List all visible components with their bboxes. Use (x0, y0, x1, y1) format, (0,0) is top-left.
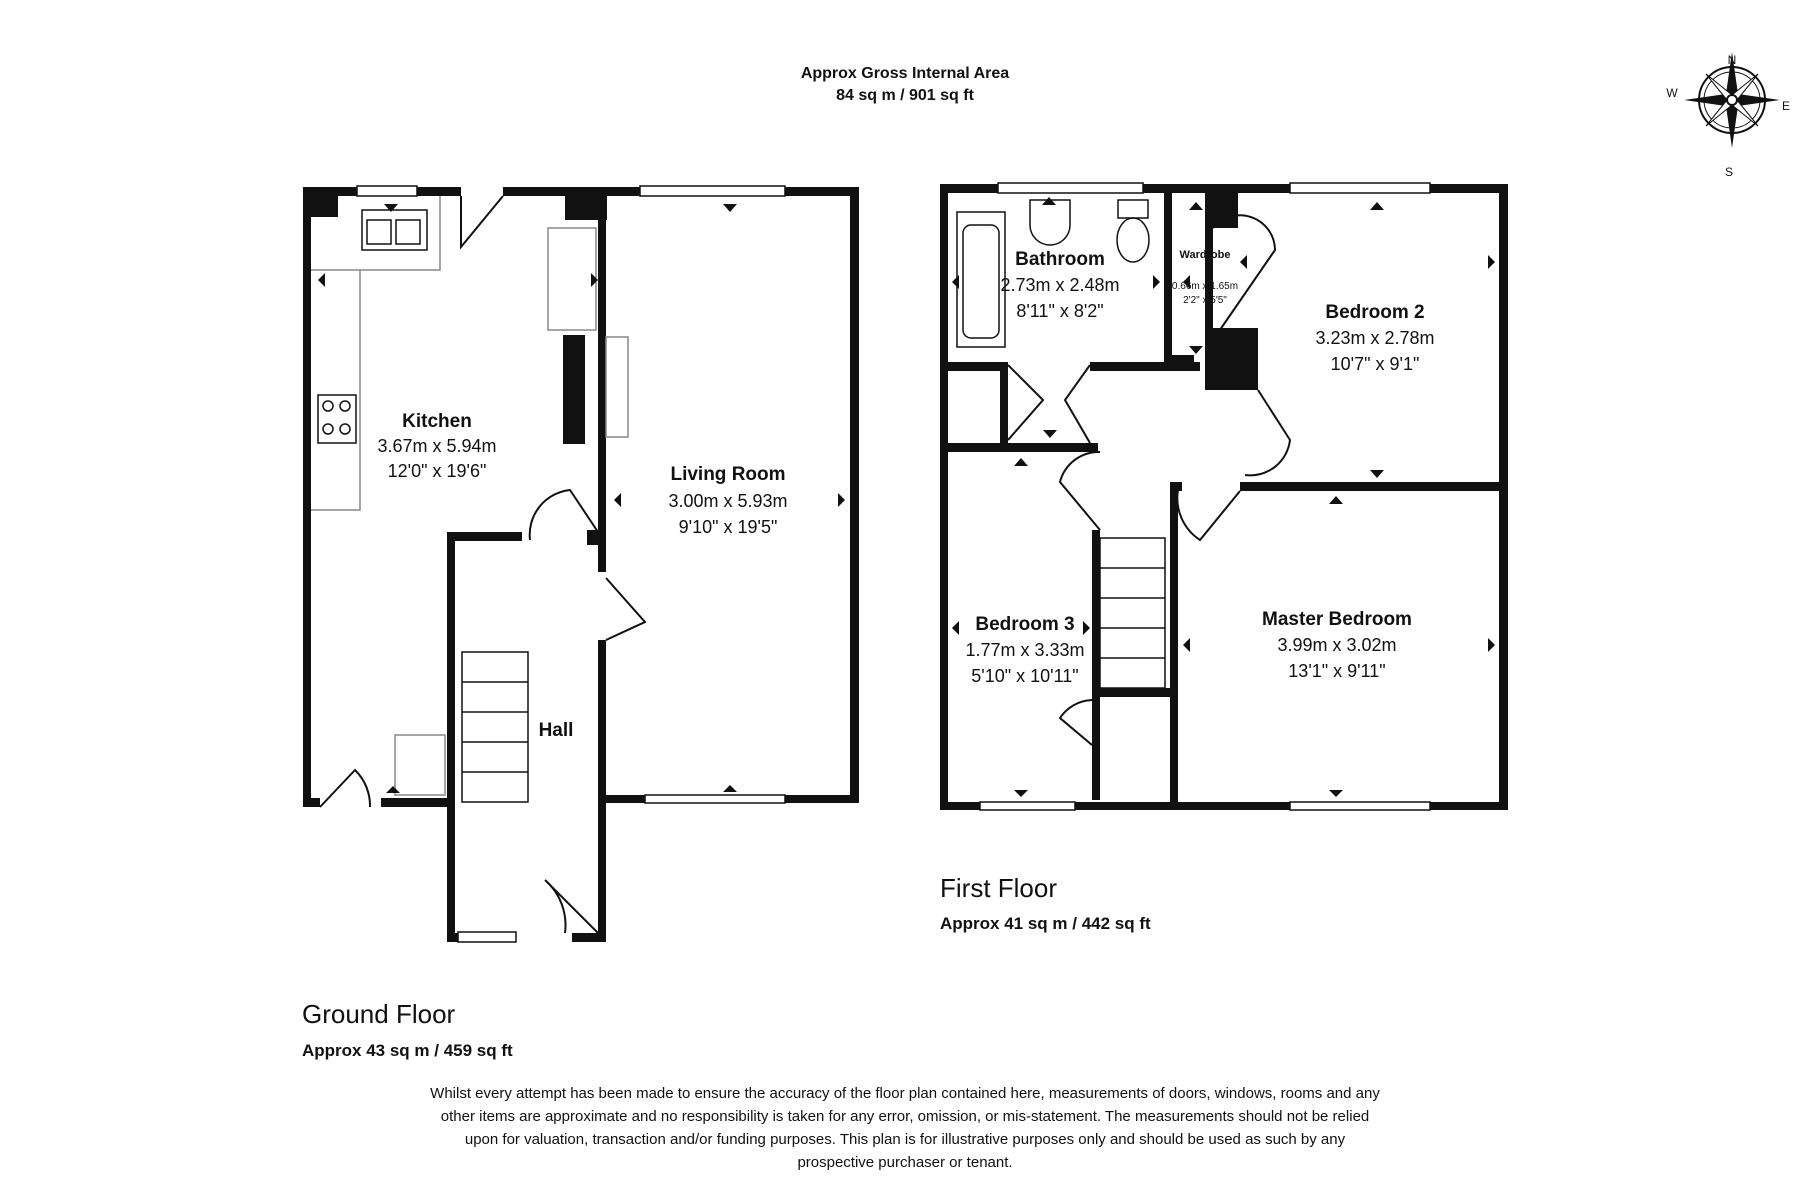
bedroom3-name: Bedroom 3 (975, 614, 1074, 635)
disclaimer-text: Whilst every attempt has been made to en… (430, 1085, 1380, 1171)
first-floor-area: Approx 41 sq m / 442 sq ft (940, 914, 1151, 933)
kitchen-imperial: 12'0" x 19'6" (388, 461, 487, 481)
kitchen-metric: 3.67m x 5.94m (377, 436, 496, 456)
bedroom3-imperial: 5'10" x 10'11" (971, 666, 1078, 686)
hall-name: Hall (539, 720, 574, 741)
bedroom2-name: Bedroom 2 (1325, 302, 1424, 323)
bathroom-imperial: 8'11" x 8'2" (1016, 301, 1103, 321)
wardrobe-name: Wardrobe (1180, 249, 1231, 261)
bedroom3-metric: 1.77m x 3.33m (965, 640, 1084, 660)
kitchen-name: Kitchen (402, 411, 472, 432)
master-bedroom-metric: 3.99m x 3.02m (1277, 635, 1396, 655)
compass-east-label: E (1782, 99, 1790, 113)
ground-floor-title: Ground Floor (302, 999, 456, 1029)
bedroom2-imperial: 10'7" x 9'1" (1331, 354, 1420, 374)
ground-floor-plan (303, 185, 859, 943)
compass-icon (1684, 52, 1780, 148)
living-room-name: Living Room (670, 464, 785, 485)
compass-south-label: S (1725, 165, 1733, 179)
wardrobe-imperial: 2'2" x 5'5" (1183, 295, 1227, 306)
master-bedroom-name: Master Bedroom (1262, 609, 1412, 630)
compass-north-label: N (1728, 53, 1737, 67)
bathroom-name: Bathroom (1015, 249, 1105, 270)
bedroom2-metric: 3.23m x 2.78m (1315, 328, 1434, 348)
gross-area-title: Approx Gross Internal Area (801, 65, 1009, 82)
gross-area-value: 84 sq m / 901 sq ft (836, 87, 975, 104)
bathroom-metric: 2.73m x 2.48m (1000, 275, 1119, 295)
master-bedroom-imperial: 13'1" x 9'11" (1288, 661, 1385, 681)
first-floor-plan (940, 182, 1508, 811)
compass-west-label: W (1666, 86, 1678, 100)
wardrobe-metric: 0.66m x 1.65m (1172, 281, 1238, 292)
living-room-metric: 3.00m x 5.93m (668, 491, 787, 511)
living-room-imperial: 9'10" x 19'5" (679, 517, 778, 537)
ground-floor-area: Approx 43 sq m / 459 sq ft (302, 1041, 513, 1060)
first-floor-title: First Floor (940, 873, 1057, 903)
